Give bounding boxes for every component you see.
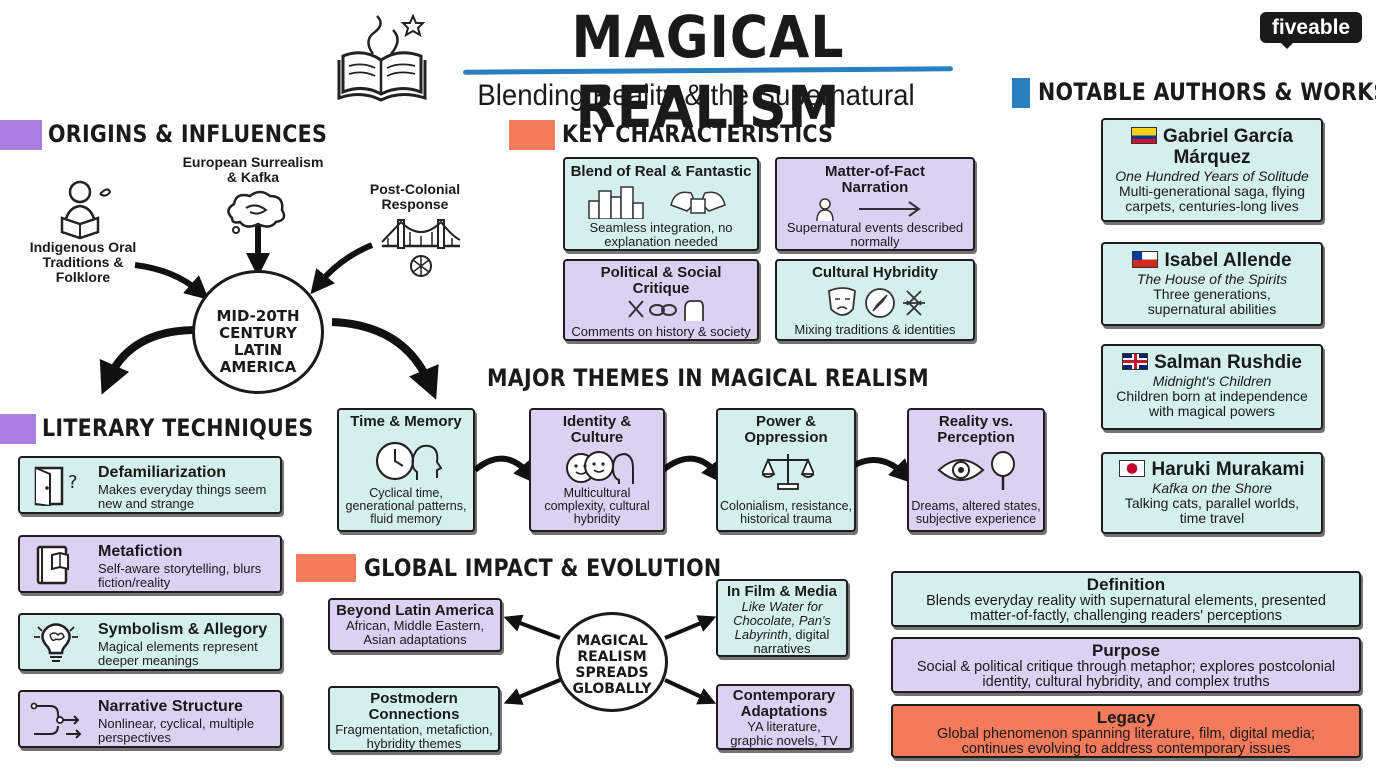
scales-icon (760, 450, 816, 490)
author-rushdie: Salman Rushdie Midnight's Children Child… (1101, 344, 1323, 430)
char-blend: Blend of Real & Fantastic Seamless integ… (563, 157, 759, 251)
eye-mirror-icon (937, 450, 1021, 492)
svg-text:?: ? (68, 472, 78, 493)
cloud-thought-icon (222, 188, 288, 238)
speaker-arrow-icon (815, 197, 925, 222)
mask-compass-icon (825, 285, 935, 321)
authors-title: NOTABLE AUTHORS & WORKS (1038, 78, 1376, 106)
summary-purpose: Purpose Social & political critique thro… (891, 637, 1361, 693)
summary-definition: Definition Blends everyday reality with … (891, 571, 1361, 627)
technique-symbolism: Symbolism & Allegory Magical elements re… (18, 613, 282, 671)
origin-surrealism-label: European Surrealism & Kafka (182, 154, 324, 185)
reader-icon (56, 178, 114, 240)
faces-icon (563, 450, 635, 488)
theme-time-memory: Time & Memory Cyclical time, generationa… (337, 408, 475, 532)
theme-power-oppression: Power & Oppression Colonialism, resistan… (716, 408, 856, 532)
colombia-flag-icon (1131, 127, 1158, 144)
techniques-title: LITERARY TECHNIQUES (42, 414, 314, 442)
page-subtitle: Blending Reality & the Supernatural (477, 79, 915, 112)
global-title: GLOBAL IMPACT & EVOLUTION (364, 554, 722, 582)
global-contemporary: Contemporary Adaptations YA literature, … (716, 684, 852, 750)
characteristics-marker (509, 120, 555, 150)
brand-logo: fiveable (1260, 12, 1362, 43)
techniques-marker (0, 414, 36, 444)
fist-chain-icon (625, 297, 705, 323)
global-marker (296, 554, 356, 582)
bridge-icon (380, 216, 462, 278)
theme-reality-perception: Reality vs. Perception Dreams, altered s… (907, 408, 1045, 532)
origins-marker (0, 120, 42, 150)
city-wing-icon (587, 185, 737, 220)
authors-marker (1012, 78, 1030, 108)
author-murakami: Haruki Murakami Kafka on the Shore Talki… (1101, 452, 1323, 534)
author-marquez: Gabriel García Márquez One Hundred Years… (1101, 118, 1323, 222)
char-matter-of-fact: Matter-of-Fact Narration Supernatural ev… (775, 157, 975, 251)
global-beyond: Beyond Latin America African, Middle Eas… (328, 598, 502, 652)
theme-identity-culture: Identity & Culture Multicultural complex… (529, 408, 665, 532)
technique-defamiliarization: ? Defamiliarization Makes everyday thing… (18, 456, 282, 514)
author-allende: Isabel Allende The House of the Spirits … (1101, 242, 1323, 326)
characteristics-title: KEY CHARACTERISTICS (562, 120, 834, 148)
chile-flag-icon (1132, 251, 1159, 268)
global-film-media: In Film & Media Like Water for Chocolate… (716, 579, 848, 657)
origins-title: ORIGINS & INFLUENCES (48, 120, 328, 148)
japan-flag-icon (1119, 460, 1146, 477)
origin-indigenous-label: Indigenous Oral Traditions & Folklore (29, 239, 137, 285)
book-icon (30, 545, 82, 585)
door-question-icon: ? (30, 466, 82, 508)
clock-head-icon (373, 438, 443, 484)
header-book-icon (333, 10, 431, 104)
global-center-circle: MAGICAL REALISM SPREADS GLOBALLY (556, 612, 668, 712)
themes-title: MAJOR THEMES IN MAGICAL REALISM (487, 364, 929, 392)
page-title: MAGICAL REALISM (571, 3, 845, 141)
uk-flag-icon (1122, 353, 1149, 370)
global-postmodern: Postmodern Connections Fragmentation, me… (328, 686, 500, 752)
flow-arrows-icon (30, 700, 82, 740)
lightbulb-brain-icon (30, 623, 82, 663)
char-cultural-hybridity: Cultural Hybridity Mixing traditions & i… (775, 259, 975, 341)
char-political-critique: Political & Social Critique Comments on … (563, 259, 759, 341)
origin-postcolonial-label: Post-Colonial Response (369, 181, 461, 212)
technique-narrative-structure: Narrative Structure Nonlinear, cyclical,… (18, 690, 282, 748)
origins-center-circle: MID-20TH CENTURY LATIN AMERICA (192, 270, 324, 394)
summary-legacy: Legacy Global phenomenon spanning litera… (891, 704, 1361, 758)
technique-metafiction: Metafiction Self-aware storytelling, blu… (18, 535, 282, 593)
